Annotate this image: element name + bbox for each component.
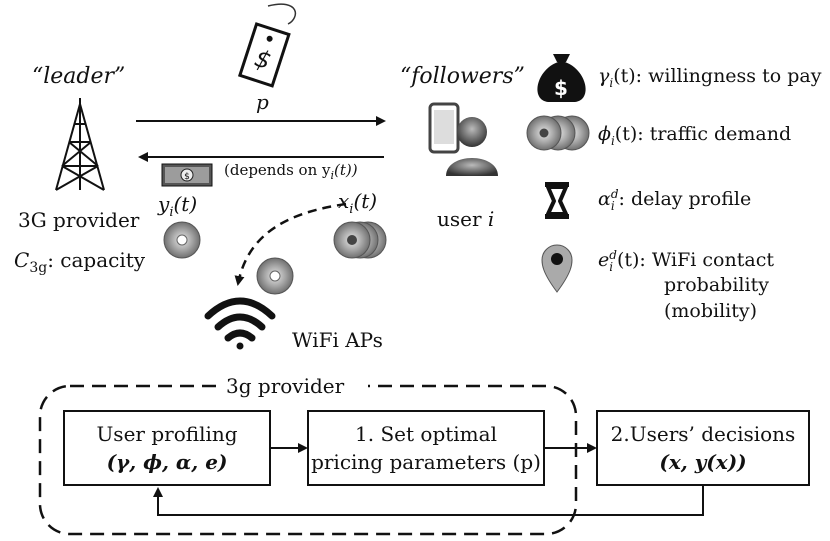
money-bill-icon: $	[161, 163, 213, 187]
price-tag-icon: $	[237, 3, 297, 88]
smartphone-user-icon	[428, 102, 498, 176]
wifi-icon	[204, 297, 276, 350]
decisions-title: 2.Users’ decisions	[610, 422, 796, 446]
user-label: user i	[437, 207, 495, 231]
cell-tower-icon	[55, 98, 105, 191]
group-label: 3g provider	[226, 374, 345, 398]
money-bag-icon: $	[537, 54, 586, 102]
disc-stack-icon	[526, 115, 590, 151]
leader-label: “leader”	[32, 64, 126, 89]
feedback-arrow	[153, 485, 704, 516]
hourglass-icon	[545, 182, 569, 219]
svg-text:$: $	[554, 76, 568, 100]
profiling-vars: (γ, ϕ, α, e)	[106, 450, 228, 474]
profiling-box	[63, 410, 271, 486]
pricing-text: 1. Set optimal pricing parameters (p)	[308, 420, 544, 476]
legend-e-line2: probability	[664, 274, 769, 296]
decisions-vars: (x, y(x))	[659, 450, 747, 474]
pricing-box	[307, 410, 545, 486]
profiling-title: User profiling	[96, 422, 238, 446]
yi-label: yi(t)	[158, 192, 198, 220]
price-label: p	[256, 90, 269, 114]
followers-label: “followers”	[400, 64, 525, 89]
disc-icon	[256, 257, 294, 295]
capacity-label: C3g: capacity	[14, 248, 146, 276]
profiling-text: User profiling (γ, ϕ, α, e)	[64, 420, 270, 476]
pricing-line1: 1. Set optimal	[355, 422, 497, 446]
xi-label: xi(t)	[338, 189, 378, 217]
svg-text:$: $	[184, 172, 190, 182]
pricing-line2: pricing parameters (p)	[311, 450, 541, 474]
map-pin-icon	[541, 244, 573, 293]
legend-e-line3: (mobility)	[664, 300, 758, 322]
wifi-label: WiFi APs	[292, 328, 383, 352]
legend-gamma: γi(t): willingness to pay	[598, 65, 822, 90]
provider-name: 3G provider	[18, 208, 140, 232]
disc-icon	[163, 221, 201, 259]
depends-label: (depends on yi(t))	[224, 161, 358, 182]
legend-phi: ϕi(t): traffic demand	[598, 123, 792, 148]
offload-arrow	[234, 202, 347, 286]
disc-stack-icon	[333, 221, 387, 259]
decisions-text: 2.Users’ decisions (x, y(x))	[597, 420, 809, 476]
